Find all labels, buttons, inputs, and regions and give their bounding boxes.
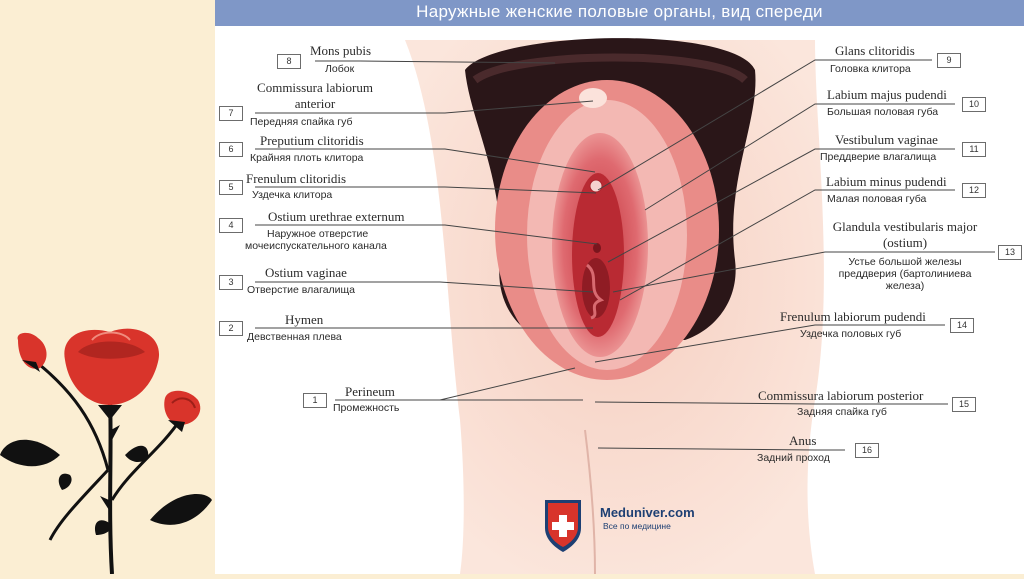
decorative-side-panel [0, 0, 212, 574]
slide: Наружные женские половые органы, вид спе… [215, 0, 1024, 574]
logo-shield-icon [215, 0, 1024, 574]
logo-tagline: Все по медицине [603, 521, 671, 531]
rose-decoration-icon [0, 0, 212, 574]
logo-name: Meduniver.com [600, 505, 695, 520]
